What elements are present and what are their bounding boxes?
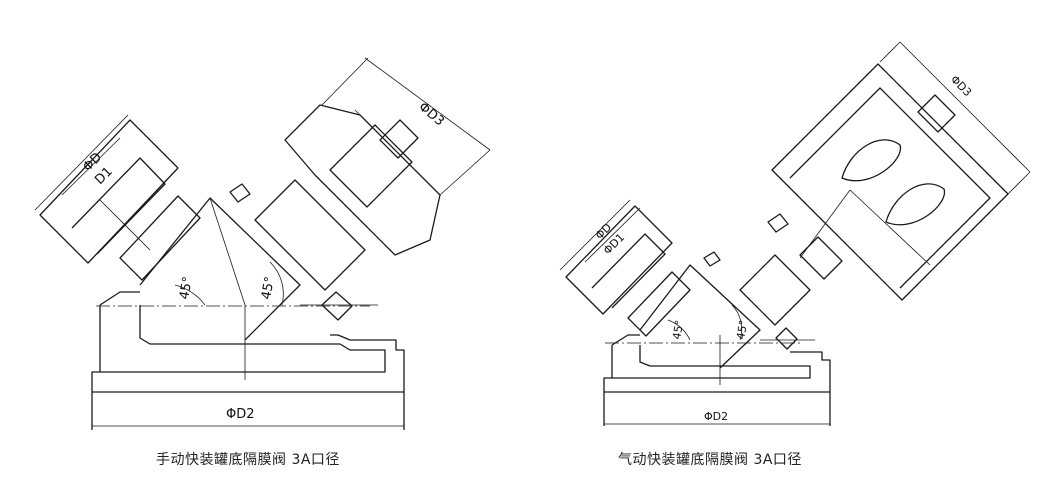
left-angle-left-label: 45°	[177, 275, 196, 300]
pneumatic-valve-drawing: ΦD ΦD1 ΦD3 ΦD2 45° 45°	[559, 41, 1031, 426]
right-d2-label: ΦD2	[704, 410, 728, 423]
right-angle-right-label: 45°	[734, 319, 750, 340]
base-flange-right	[603, 334, 831, 426]
clamp-bolt-right	[760, 327, 815, 350]
inlet-clamp	[39, 119, 201, 281]
valve-body-right	[639, 251, 761, 385]
pneumatic-actuator	[739, 63, 1009, 326]
dimension-lines-right	[559, 41, 1031, 341]
manual-valve-drawing: ΦD D1 ΦD3 ΦD2 45° 45°	[34, 57, 491, 430]
left-d2-label: ΦD2	[226, 407, 255, 422]
valve-body	[139, 183, 301, 380]
right-angle-left-label: 45°	[670, 319, 686, 340]
inlet-clamp-right	[565, 205, 691, 337]
right-d3-label: ΦD3	[948, 73, 974, 99]
clamp-bolt	[300, 291, 378, 321]
left-d3-label: ΦD3	[415, 100, 446, 130]
left-caption: 手动快装罐底隔膜阀 3A口径	[156, 452, 340, 468]
dimension-lines	[34, 57, 491, 306]
left-angle-right-label: 45°	[259, 275, 278, 300]
base-flange	[91, 291, 405, 430]
bonnet-handwheel	[254, 104, 441, 291]
right-caption: 气动快装罐底隔膜阀 3A口径	[618, 452, 802, 468]
